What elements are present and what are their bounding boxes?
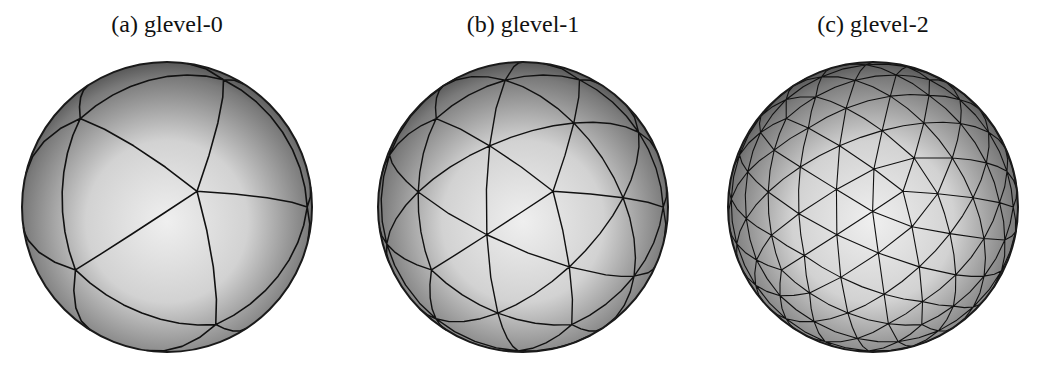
- sphere-outline: [728, 62, 1018, 352]
- geodesic-sphere: [378, 62, 668, 352]
- geodesic-sphere: [728, 62, 1018, 352]
- sphere-body: [378, 62, 668, 352]
- sphere-body: [22, 62, 312, 352]
- panel-label: (c) glevel-2: [817, 12, 928, 36]
- sphere-outline: [378, 62, 668, 352]
- sphere-body: [728, 62, 1018, 352]
- sphere-outline: [22, 62, 312, 352]
- grid-lines: [729, 62, 1018, 352]
- grid-lines: [379, 62, 666, 352]
- grid-lines: [23, 63, 310, 350]
- panel-label: (a) glevel-0: [111, 12, 222, 36]
- panel-label: (b) glevel-1: [467, 12, 580, 36]
- geodesic-sphere: [22, 62, 312, 352]
